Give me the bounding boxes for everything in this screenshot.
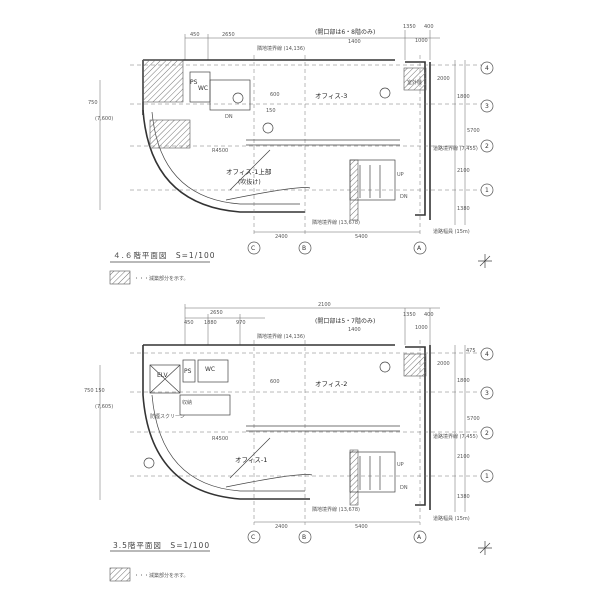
dim2-1400: 1400 (348, 327, 361, 333)
room-elv: ELV (157, 372, 168, 379)
plan-title-2: 3.5階平面図 S=1/100 (113, 540, 210, 550)
dim-top-1: 2650 (222, 32, 235, 38)
road-boundary-2: 道路境界線 (7,455) (433, 433, 478, 440)
right2-dim-0: 2000 (437, 361, 450, 367)
room-office-1: オフィス-1 (235, 456, 267, 464)
dim2-top-3: 970 (236, 320, 246, 326)
room-office-3: オフィス-3 (315, 92, 347, 100)
north-arrow-icon (478, 541, 492, 555)
road-boundary: 道路境界線 (7,455) (433, 145, 478, 152)
room-storage: 収納 (182, 399, 192, 406)
bottom-dim-1: 5400 (355, 234, 368, 240)
opening-note-2: (開口部は5・7階のみ) (315, 317, 375, 325)
radius-dim-2: R4500 (212, 436, 228, 442)
dim2-top-2: 1880 (204, 320, 217, 326)
radius-dim: R4500 (212, 148, 228, 154)
smoke-screen: 防煙スクリーン (150, 413, 185, 420)
grid-col-a: A (417, 245, 422, 252)
dim-600: 600 (270, 92, 280, 98)
grid2-row-3: 3 (485, 390, 489, 397)
dim-top-0: 450 (190, 32, 200, 38)
right-dim-4: 1380 (457, 206, 470, 212)
right-dim-1: 1800 (457, 94, 470, 100)
dim-150: 150 (266, 108, 276, 114)
road-width: 道路幅員 (15m) (433, 228, 470, 235)
north-arrow-icon (478, 254, 492, 268)
boundary-top: 隣地境界線 (14,136) (257, 45, 305, 52)
right2-dim-4: 1380 (457, 494, 470, 500)
left2-dim-0: 750 150 (84, 388, 105, 394)
left-dim-1: (7,600) (95, 116, 113, 122)
room-wc-2: WC (205, 366, 215, 373)
stair-up-2: UP (397, 462, 404, 468)
stair-dn: DN (400, 194, 408, 200)
stair-up: UP (397, 172, 404, 178)
grid2-row-1: 1 (485, 473, 489, 480)
plan-upper: 450 2650 1350 400 (開口部は6・8階のみ) 1400 1000… (88, 24, 494, 285)
room-office-2: オフィス-2 (315, 380, 347, 388)
right2-dim-1: 1800 (457, 378, 470, 384)
bottom-dim-0: 2400 (275, 234, 288, 240)
right2-dim-3: 2100 (457, 454, 470, 460)
dim2-top-4: 1350 (403, 312, 416, 318)
grid2-col-a: A (417, 534, 422, 541)
plan-lower: 2100 450 1880 970 1350 400 2650 (開口部は5・7… (84, 302, 494, 582)
dim2-top-5: 400 (424, 312, 434, 318)
dim2-1000: 1000 (415, 325, 428, 331)
grid2-col-b: B (302, 534, 306, 541)
grid-col-c: C (251, 245, 255, 252)
grid-row-3: 3 (485, 103, 489, 110)
room-ps: PS (190, 79, 198, 86)
road-width-2: 道路幅員 (15m) (433, 515, 470, 522)
dim-top-2: 1350 (403, 24, 416, 30)
boundary-bottom: 隣地境界線 (13,678) (312, 219, 360, 226)
dim2-2650: 2650 (210, 310, 223, 316)
right2-dim-2: 5700 (467, 416, 480, 422)
stair-dn-left: DN (225, 114, 233, 120)
left2-dim-1: (7,605) (95, 404, 113, 410)
bottom2-dim-0: 2400 (275, 524, 288, 530)
left-dim-0: 750 (88, 100, 98, 106)
outdoor-unit: 室外機 (407, 79, 422, 86)
boundary-bottom-2: 隣地境界線 (13,678) (312, 506, 360, 513)
right2-dim-5: 475 (466, 348, 476, 354)
right-dim-2: 5700 (467, 128, 480, 134)
legend-2: ・・・減築部分を示す。 (134, 572, 189, 579)
dim-top-3: 400 (424, 24, 434, 30)
grid2-col-c: C (251, 534, 255, 541)
opening-note: (開口部は6・8階のみ) (315, 28, 375, 36)
dim2-top-1: 450 (184, 320, 194, 326)
grid-row-1: 1 (485, 187, 489, 194)
grid-row-4: 4 (485, 65, 489, 72)
grid2-row-2: 2 (485, 430, 489, 437)
stair-dn-2: DN (400, 485, 408, 491)
room-wc: WC (198, 85, 208, 92)
room-office-1-upper: オフィス-1上部 (226, 167, 272, 176)
grid-row-2: 2 (485, 143, 489, 150)
dim-1000: 1000 (415, 38, 428, 44)
dim2-600: 600 (270, 379, 280, 385)
room-office-1-void: (吹抜け) (238, 178, 261, 186)
dim-1400: 1400 (348, 39, 361, 45)
legend-1: ・・・減築部分を示す。 (134, 275, 189, 282)
right-dim-3: 2100 (457, 168, 470, 174)
room-ps-2: PS (184, 368, 192, 375)
right-dim-0: 2000 (437, 76, 450, 82)
grid2-row-4: 4 (485, 351, 489, 358)
dim2-top-0: 2100 (318, 302, 331, 308)
boundary-top-2: 隣地境界線 (14,136) (257, 333, 305, 340)
bottom2-dim-1: 5400 (355, 524, 368, 530)
grid-col-b: B (302, 245, 306, 252)
plan-title-1: ４.６階平面図 S=1/100 (113, 250, 216, 260)
